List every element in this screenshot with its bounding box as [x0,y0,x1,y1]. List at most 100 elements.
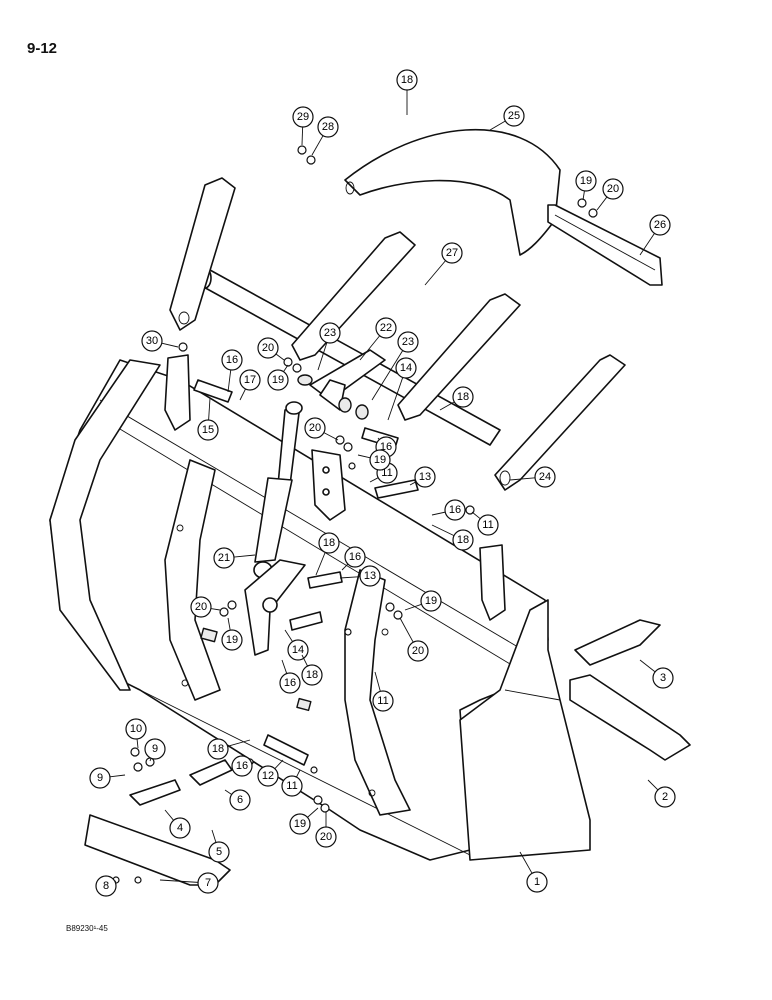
callout-label: 30 [146,335,158,347]
callout-label: 11 [377,695,388,707]
leader-line [275,353,285,361]
callout-label: 18 [306,669,318,681]
leader-line [639,233,655,256]
callout-circle [95,875,117,897]
callout-circle [304,417,326,439]
leader-line [296,769,301,778]
callout-label: 9 [97,772,103,784]
callout-6: 6 [229,789,251,811]
callout-20: 20 [304,417,326,439]
callout-label: 18 [323,537,335,549]
callout-28: 28 [317,116,339,138]
callout-label: 17 [244,374,256,386]
callout-30: 30 [141,330,163,352]
leader-line [164,809,174,821]
callout-23: 23 [319,322,341,344]
leader-line [224,789,232,795]
leader-line [409,481,417,486]
callout-19: 19 [289,813,311,835]
callout-29: 29 [292,106,314,128]
callout-18: 18 [396,69,418,91]
callout-label: 14 [400,362,412,374]
leader-line [582,190,585,201]
callout-label: 22 [380,322,392,334]
pin-12 [263,734,309,766]
callout-label: 24 [539,471,551,483]
leader-line [136,738,139,749]
leader-line [399,617,414,643]
callout-25: 25 [503,105,525,127]
callout-label: 18 [212,743,224,755]
leader-line [239,388,246,401]
callout-circle [229,789,251,811]
callout-label: 11 [482,519,493,531]
leader-line [251,761,256,764]
callout-circle [414,466,436,488]
callout-20: 20 [407,640,429,662]
tooth [574,619,661,666]
callout-label: 9 [152,743,158,755]
callout-16: 16 [444,499,466,521]
callout-label: 18 [401,74,413,86]
callout-label: 20 [195,601,207,613]
callout-label: 15 [202,424,214,436]
leader-line [227,739,251,747]
callout-label: 11 [286,780,297,792]
callout-13: 13 [414,466,436,488]
callout-circle [221,349,243,371]
leader-line [374,671,381,692]
callout-circle [267,369,289,391]
callout-label: 26 [654,219,666,231]
callout-21: 21 [213,547,235,569]
callout-3: 3 [652,667,674,689]
leader-line [639,659,656,673]
leader-line [211,829,217,843]
leader-line [233,554,256,558]
callout-circle [444,499,466,521]
callout-14: 14 [395,357,417,379]
link-assembly-lower [244,559,323,656]
leader-line [339,576,361,579]
leader-line [323,432,339,441]
callout-circle [395,357,417,379]
callout-circle [575,170,597,192]
bolt-on-edge [569,674,691,761]
callout-label: 16 [449,504,461,516]
leader-line [159,879,199,883]
figure-code: B89230¹-45 [66,924,108,933]
pin-13 [374,479,419,499]
loader-frame [169,177,626,491]
callout-circle [420,590,442,612]
leader-line [371,350,404,401]
callout-circle [257,765,279,787]
callout-label: 27 [446,247,458,259]
leader-line [404,603,422,611]
hardware-dots [112,145,598,884]
callout-circle [477,514,499,536]
callout-label: 3 [660,672,666,684]
callout-label: 14 [292,644,304,656]
callout-circle [213,547,235,569]
callout-20: 20 [315,826,337,848]
callout-10: 10 [125,718,147,740]
callout-circle [144,738,166,760]
leader-line [647,779,659,791]
callout-18: 18 [301,664,323,686]
leader-line [301,654,308,667]
callout-label: 19 [272,374,284,386]
callout-circle [407,640,429,662]
callout-19: 19 [420,590,442,612]
callout-circle [89,767,111,789]
callout-13: 13 [359,565,381,587]
leader-line [509,477,536,481]
leader-line [161,342,179,348]
callout-label: 20 [309,422,321,434]
callout-19: 19 [575,170,597,192]
callout-label: 18 [457,391,469,403]
callout-18: 18 [452,529,474,551]
leader-line [210,608,221,611]
callout-label: 7 [205,877,211,889]
callout-label: 19 [374,454,386,466]
callout-label: 16 [236,760,248,772]
callout-16: 16 [221,349,243,371]
